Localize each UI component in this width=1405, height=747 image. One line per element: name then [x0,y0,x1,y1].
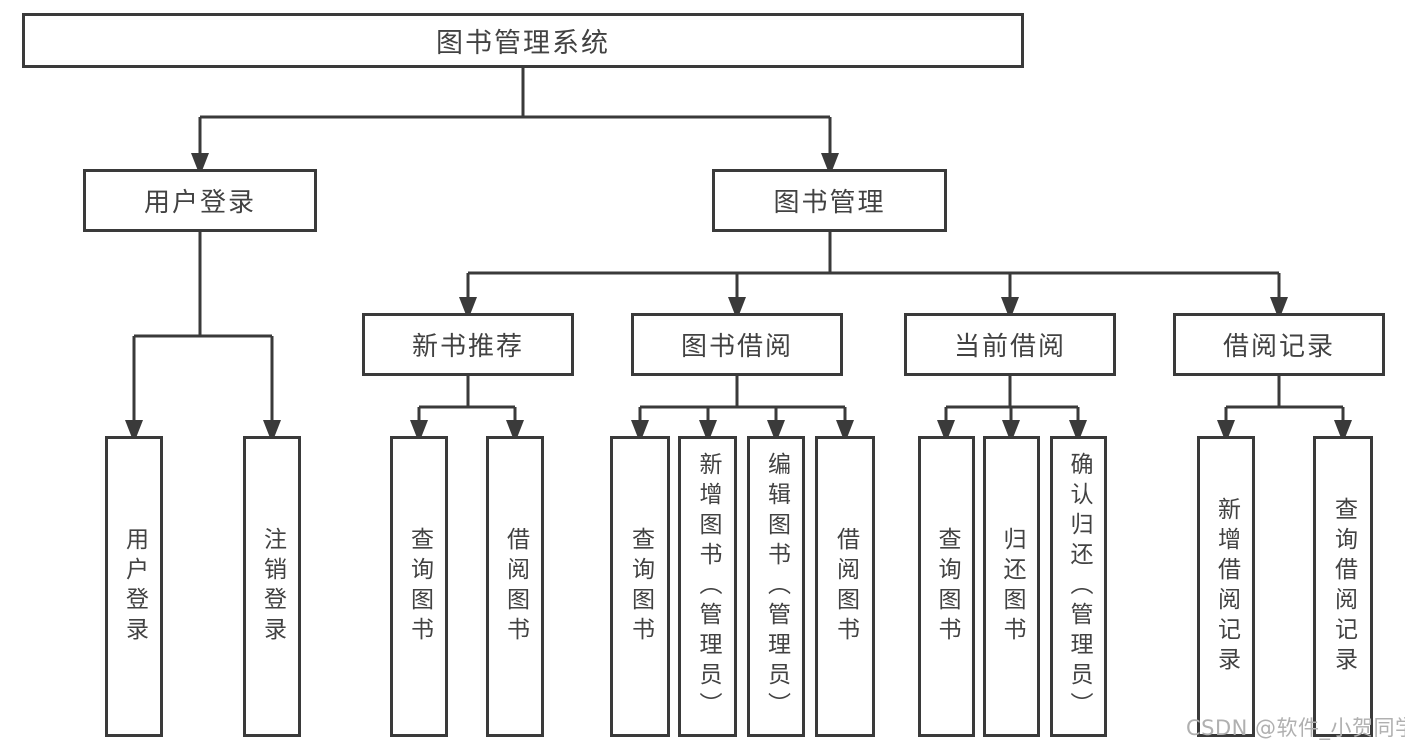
node-label: 注销登录 [259,526,286,647]
node-new-book-recommendation: 新书推荐 [362,313,574,376]
node-leaf-add-borrow-record: 新增借阅记录 [1197,436,1255,737]
node-label: 新增图书（管理员） [695,451,721,722]
arrowhead-icon [836,420,854,443]
node-label: 新增借阅记录 [1213,496,1240,677]
node-leaf-confirm-return-admin: 确认归还（管理员） [1050,436,1107,737]
node-book-borrowing: 图书借阅 [631,313,843,376]
node-leaf-borrow-books-2: 借阅图书 [815,436,875,737]
csdn-watermark: CSDN @软件_小贺同学 [1186,716,1405,740]
arrowhead-icon [1270,297,1288,320]
node-leaf-query-books-2: 查询图书 [610,436,670,737]
node-label: 查询图书 [934,526,960,647]
node-borrowing-records: 借阅记录 [1173,313,1385,376]
arrowhead-icon [631,420,649,443]
node-leaf-edit-books-admin: 编辑图书（管理员） [747,436,805,737]
arrowheads [125,153,1352,443]
node-leaf-query-borrow-record: 查询借阅记录 [1313,436,1373,737]
arrowhead-icon [459,297,477,320]
arrowhead-icon [191,153,209,176]
arrowhead-icon [1001,297,1019,320]
node-leaf-borrow-books-1: 借阅图书 [486,436,544,737]
node-label: 用户登录 [121,526,148,647]
node-root-library-system: 图书管理系统 [22,13,1024,68]
tree-edges [132,68,1345,421]
arrowhead-icon [728,297,746,320]
node-leaf-query-books-1: 查询图书 [390,436,448,737]
node-label: 编辑图书（管理员） [763,451,790,722]
node-label: 借阅图书 [832,526,859,647]
node-label: 确认归还（管理员） [1066,451,1092,722]
arrowhead-icon [1069,420,1087,443]
node-label: 查询图书 [627,526,654,647]
arrowhead-icon [1002,420,1020,443]
arrowhead-icon [125,420,143,443]
arrowhead-icon [506,420,524,443]
node-label: 借阅图书 [502,526,529,647]
node-leaf-logout: 注销登录 [243,436,301,737]
node-label: 查询图书 [406,526,433,647]
arrowhead-icon [263,420,281,443]
node-book-management: 图书管理 [712,169,947,232]
node-label: 查询借阅记录 [1330,496,1357,677]
node-leaf-return-books: 归还图书 [983,436,1040,737]
node-user-login: 用户登录 [83,169,317,232]
arrowhead-icon [410,420,428,443]
node-current-borrowing: 当前借阅 [904,313,1116,376]
arrowhead-icon [937,420,955,443]
arrowhead-icon [699,420,717,443]
arrowhead-icon [767,420,785,443]
node-leaf-query-books-3: 查询图书 [918,436,975,737]
node-leaf-user-login: 用户登录 [105,436,163,737]
node-label: 归还图书 [999,526,1025,647]
arrowhead-icon [821,153,839,176]
arrowhead-icon [1334,420,1352,443]
arrowhead-icon [1217,420,1235,443]
node-leaf-add-books-admin: 新增图书（管理员） [678,436,737,737]
